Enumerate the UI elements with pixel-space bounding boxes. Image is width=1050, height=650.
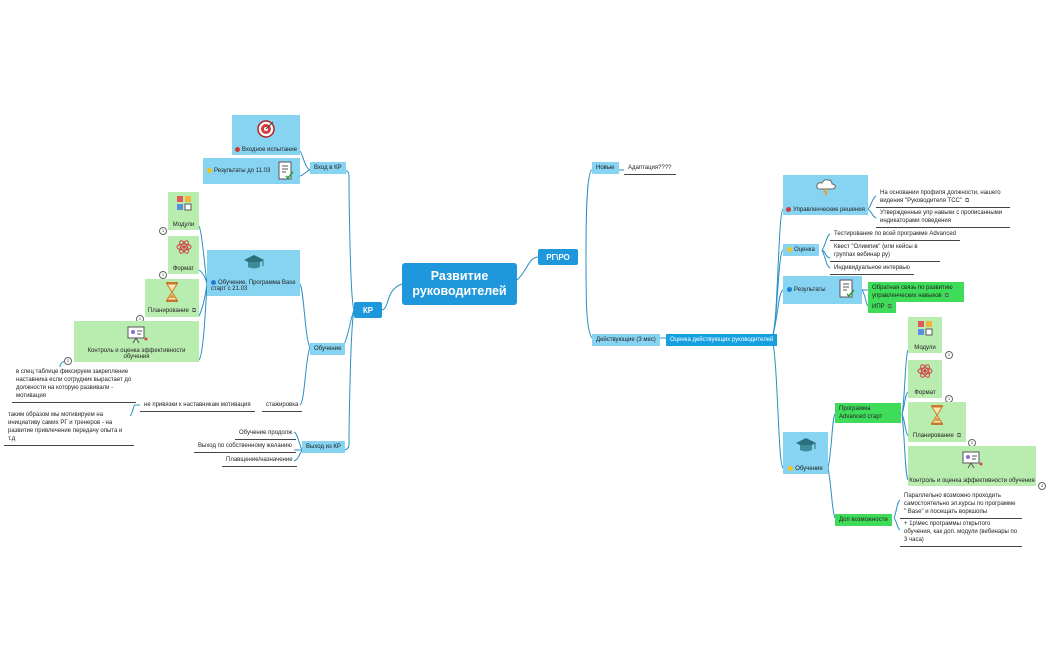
badge-1: 1 xyxy=(159,227,167,235)
decisions-note-2: Утвержденные упр навыки с прописанными и… xyxy=(876,207,1010,229)
exit-item-3: Плавщение/назначение xyxy=(222,454,297,468)
modules-icon xyxy=(176,196,191,211)
priority-2-icon xyxy=(207,168,212,173)
extra-note-2: + 1р\мес программы открытого обучения, к… xyxy=(900,518,1022,548)
graduation-cap-icon-b xyxy=(795,438,816,452)
decisions-card[interactable]: Управленческие решения xyxy=(783,175,868,215)
adaptation-topic[interactable]: Адаптация???? xyxy=(624,162,676,176)
kr-control-card[interactable]: Контроль и оценка эффективности обучения xyxy=(74,321,199,362)
checklist-icon xyxy=(278,161,294,180)
modules-icon-b xyxy=(918,321,933,336)
entry-results-card[interactable]: Результаты до 11.03 xyxy=(203,158,300,184)
kr-exit-topic[interactable]: Выход из КР xyxy=(302,441,345,454)
kr-format-label: Формат xyxy=(172,266,195,272)
priority-1-icon-b xyxy=(786,206,792,212)
link-icon-d[interactable]: ⧉ xyxy=(887,304,892,310)
priority-1-icon xyxy=(234,146,240,152)
rgro-control-label: Контроль и оценка эффективности обучения xyxy=(909,478,1035,484)
training-program-card[interactable]: Обучение. Программа Base старт с 21.03 xyxy=(207,250,300,296)
advanced-topic[interactable]: Программа Advanced старт xyxy=(835,403,901,424)
acting-topic[interactable]: Действующие (3 мес) xyxy=(592,334,660,347)
badge-4: 1 xyxy=(945,351,953,359)
rgro-format-card[interactable]: Формат xyxy=(908,360,942,398)
new-topic[interactable]: Новые xyxy=(592,162,619,175)
evaluation-note-3: Индивидуальное интервью xyxy=(830,262,914,276)
decisions-label: Управленческие решения xyxy=(793,207,865,213)
root-topic[interactable]: Развитие руководителей xyxy=(402,263,517,305)
checklist-icon-b xyxy=(839,279,855,298)
hourglass-icon-b xyxy=(931,405,943,425)
ipr-topic[interactable]: ИПР⧉ xyxy=(868,301,896,314)
exit-item-1: Обучение продолж xyxy=(235,427,297,441)
graduation-cap-icon xyxy=(243,255,264,269)
entry-results-label: Результаты до 11.03 xyxy=(214,168,271,175)
target-icon xyxy=(257,120,275,138)
link-icon-c[interactable]: ⧉ xyxy=(944,293,949,300)
info-icon xyxy=(211,280,216,285)
rgro-training-card[interactable]: Обучение xyxy=(783,432,828,474)
rgro-topic[interactable]: РГ\РО xyxy=(538,249,578,265)
extra-note-1: Параллельно возможно проходить самостоят… xyxy=(900,490,1022,520)
kr-format-card[interactable]: Формат xyxy=(168,236,199,274)
info-icon-b xyxy=(787,287,792,292)
kr-topic[interactable]: КР xyxy=(354,302,382,318)
decisions-note-1: На основании профиля должности, нашего в… xyxy=(876,187,1010,209)
acting-eval-topic[interactable]: Оценка действующих руководителей xyxy=(666,334,778,347)
rgro-training-label: Обучение xyxy=(795,466,823,472)
internship-note: не привязки к наставникам мотивация xyxy=(140,399,255,413)
atom-icon xyxy=(176,240,191,254)
link-icon-b[interactable]: ⧉ xyxy=(965,198,970,205)
results-card[interactable]: Результаты xyxy=(783,276,862,304)
kr-training-topic[interactable]: Обучение xyxy=(310,343,346,356)
link-icon[interactable]: ⧉ xyxy=(191,308,197,314)
link-icon-e[interactable]: ⧉ xyxy=(956,433,962,439)
evaluation-note-1: Тестирование по всей программе Advanced xyxy=(830,228,961,242)
kr-entry-topic[interactable]: Вход в КР xyxy=(310,162,346,175)
rgro-control-card[interactable]: Контроль и оценка эффективности обучения xyxy=(908,446,1036,486)
training-program-label: Обучение. Программа Base старт с 21.03 xyxy=(211,280,296,293)
rgro-planning-label: Планирование xyxy=(912,433,954,439)
rgro-format-label: Формат xyxy=(914,390,936,396)
hourglass-icon xyxy=(166,282,178,302)
badge-7: 4 xyxy=(1038,482,1046,490)
priority-3-icon xyxy=(788,465,794,471)
atom-icon-b xyxy=(917,364,933,378)
rgro-planning-card[interactable]: Планирование⧉ xyxy=(908,402,966,442)
priority-2-icon-b xyxy=(787,246,792,252)
kr-control-label: Контроль и оценка эффективности обучения xyxy=(87,348,186,360)
exit-item-2: Выход по собственному желанию xyxy=(194,440,296,454)
rgro-modules-card[interactable]: Модули xyxy=(908,317,942,353)
kr-modules-label: Модули xyxy=(172,222,195,228)
entry-test-card[interactable]: Входное испытание xyxy=(232,115,300,155)
kr-planning-label: Планирование xyxy=(147,308,189,314)
presentation-board-icon-b xyxy=(962,451,983,469)
feedback-topic[interactable]: Обратная связь по развитию управленчески… xyxy=(868,282,964,303)
presentation-board-icon xyxy=(127,326,147,344)
kr-modules-card[interactable]: Модули xyxy=(168,192,199,230)
extra-topic[interactable]: Доп возможности xyxy=(835,514,892,527)
internship-topic[interactable]: стажировка xyxy=(262,399,303,413)
storm-cloud-icon xyxy=(815,179,836,196)
rgro-modules-label: Модули xyxy=(914,345,936,351)
evaluation-note-2: Квест "Олимпик" (или кейсы в группах веб… xyxy=(830,241,940,263)
badge-1b: 1 xyxy=(159,271,167,279)
entry-test-label: Входное испытание xyxy=(241,147,298,153)
table-note: в спец таблице фиксируем закрепление нас… xyxy=(12,366,136,404)
evaluation-topic[interactable]: Оценка xyxy=(783,244,819,257)
badge-3: 2 xyxy=(64,357,72,365)
kr-planning-card[interactable]: Планирование⧉ xyxy=(145,279,199,317)
motivation-note: таким образом мы мотивируем на инициатив… xyxy=(4,409,134,447)
results-label: Результаты xyxy=(794,287,826,294)
